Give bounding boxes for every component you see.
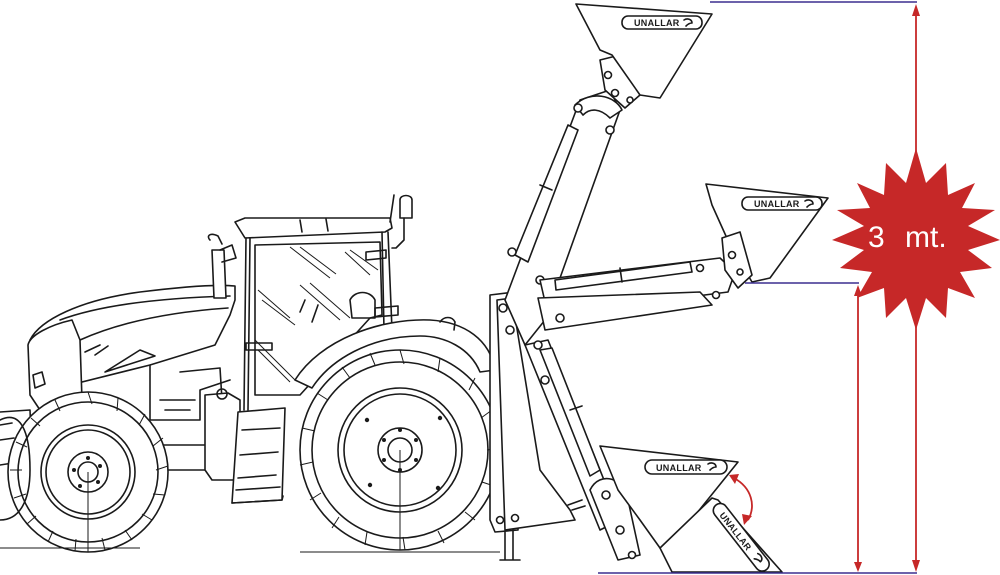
- bucket-brand-label: UNALLAR: [754, 199, 800, 209]
- tilt-arc-arrow: [729, 474, 753, 525]
- brand-logo-icon: [804, 199, 814, 208]
- loader-arm-raised: [504, 54, 641, 346]
- bucket-brand-label: UNALLAR: [656, 463, 702, 473]
- starburst-icon: [832, 148, 1000, 330]
- brand-logo-icon: [753, 552, 763, 563]
- front-wheel: [7, 391, 169, 553]
- brand-logo-icon: [707, 462, 717, 471]
- rear-wheel: [299, 349, 501, 551]
- arrowhead-down-icon: [912, 560, 920, 572]
- bucket-top: UNALLAR: [575, 3, 713, 99]
- height-unit: mt.: [905, 221, 947, 254]
- loader-mast: [489, 291, 586, 561]
- bucket-middle: UNALLAR: [705, 183, 829, 289]
- height-badge: 3 mt.: [832, 148, 1000, 330]
- arrowhead-up-icon: [912, 4, 920, 16]
- bucket-ground: UNALLAR: [599, 445, 739, 549]
- arrowhead-down-icon: [854, 562, 862, 572]
- tractor-illustration: [0, 194, 501, 553]
- loader-arm-middle: [537, 257, 736, 331]
- bucket-ground-tilted: UNALLAR: [659, 497, 783, 573]
- bucket-brand-label: UNALLAR: [634, 18, 680, 28]
- brand-logo-icon: [683, 18, 693, 27]
- height-value: 3: [868, 221, 885, 254]
